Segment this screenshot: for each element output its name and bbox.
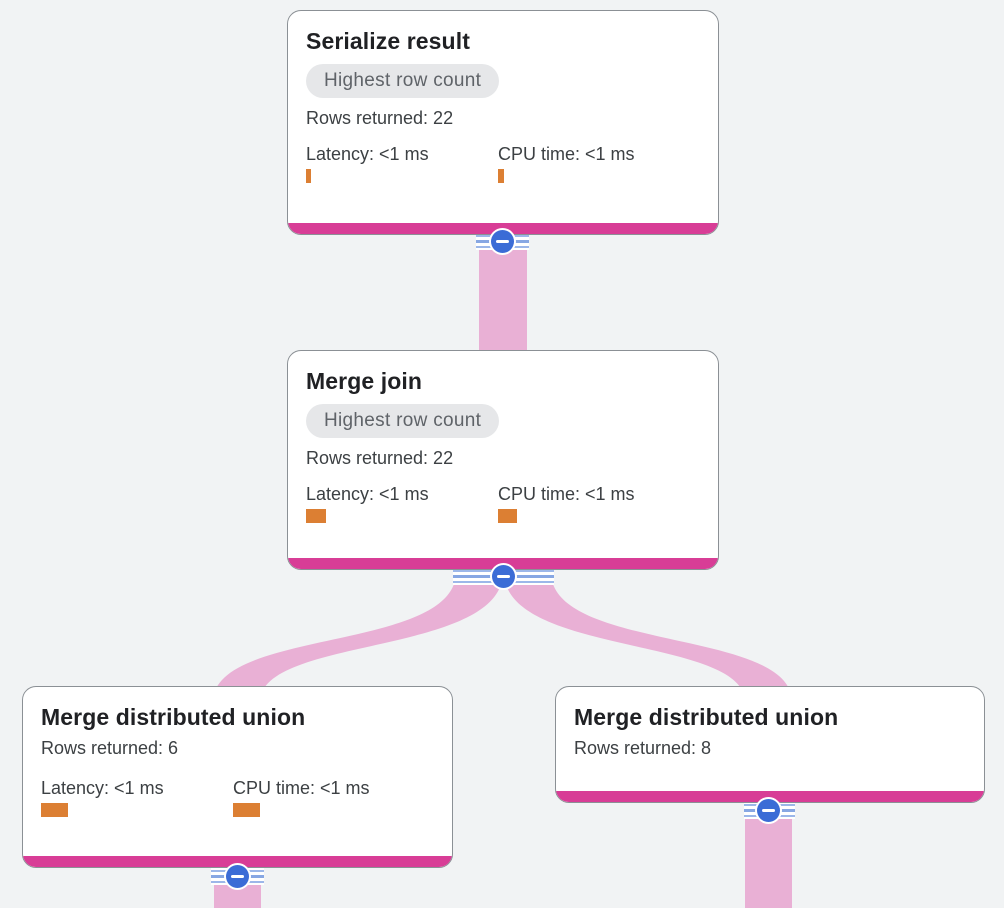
- collapse-button-circle: [226, 865, 249, 888]
- metrics-row: Latency: <1 ms CPU time: <1 ms: [41, 777, 434, 817]
- collapse-button-right-union[interactable]: [755, 797, 782, 824]
- cpu-metric: CPU time: <1 ms: [498, 483, 635, 523]
- cpu-bar: [498, 169, 504, 183]
- plan-node-serialize-result[interactable]: Serialize result Highest row count Rows …: [287, 10, 719, 235]
- edge-mergejoin-to-left-union: [213, 572, 503, 702]
- rows-returned-label: Rows returned: 22: [306, 108, 454, 128]
- cpu-bar: [498, 509, 517, 523]
- latency-label: Latency: <1 ms: [41, 778, 164, 798]
- node-accent-bar: [23, 856, 452, 867]
- node-title: Merge distributed union: [41, 704, 306, 730]
- minus-icon: [496, 239, 509, 244]
- highest-row-count-badge: Highest row count: [306, 404, 500, 438]
- collapse-button-circle: [492, 565, 515, 588]
- collapse-button-circle: [757, 799, 780, 822]
- edge-mergejoin-to-right-union: [504, 572, 792, 702]
- node-title: Serialize result: [306, 28, 470, 54]
- metrics-row: Latency: <1 ms CPU time: <1 ms: [306, 483, 700, 523]
- plan-node-merge-join[interactable]: Merge join Highest row count Rows return…: [287, 350, 719, 570]
- highest-row-count-badge: Highest row count: [306, 64, 500, 98]
- cpu-bar: [233, 803, 260, 817]
- plan-node-merge-distributed-union-left[interactable]: Merge distributed union Rows returned: 6…: [22, 686, 453, 868]
- rows-returned-label: Rows returned: 6: [41, 738, 179, 758]
- cpu-label: CPU time: <1 ms: [498, 484, 635, 504]
- metrics-row: Latency: <1 ms CPU time: <1 ms: [306, 143, 700, 183]
- cpu-label: CPU time: <1 ms: [233, 778, 370, 798]
- rows-returned-label: Rows returned: 8: [574, 738, 712, 758]
- cpu-label: CPU time: <1 ms: [498, 144, 635, 164]
- latency-metric: Latency: <1 ms: [306, 143, 429, 183]
- latency-metric: Latency: <1 ms: [41, 777, 164, 817]
- node-title: Merge distributed union: [574, 704, 839, 730]
- collapse-button-circle: [491, 230, 514, 253]
- collapse-button-left-union[interactable]: [224, 863, 251, 890]
- latency-bar: [306, 509, 326, 523]
- latency-label: Latency: <1 ms: [306, 484, 429, 504]
- latency-metric: Latency: <1 ms: [306, 483, 429, 523]
- cpu-metric: CPU time: <1 ms: [498, 143, 635, 183]
- edge-right-union-down: [745, 809, 792, 908]
- collapse-button-mergejoin[interactable]: [490, 563, 517, 590]
- node-accent-bar: [556, 791, 984, 802]
- minus-icon: [762, 808, 775, 813]
- minus-icon: [231, 874, 244, 879]
- rows-returned-label: Rows returned: 22: [306, 448, 454, 468]
- edge-serialize-to-mergejoin: [479, 240, 527, 356]
- node-title: Merge join: [306, 368, 423, 394]
- latency-label: Latency: <1 ms: [306, 144, 429, 164]
- collapse-button-serialize[interactable]: [489, 228, 516, 255]
- cpu-metric: CPU time: <1 ms: [233, 777, 370, 817]
- latency-bar: [41, 803, 68, 817]
- plan-node-merge-distributed-union-right[interactable]: Merge distributed union Rows returned: 8: [555, 686, 985, 803]
- minus-icon: [497, 574, 510, 579]
- latency-bar: [306, 169, 311, 183]
